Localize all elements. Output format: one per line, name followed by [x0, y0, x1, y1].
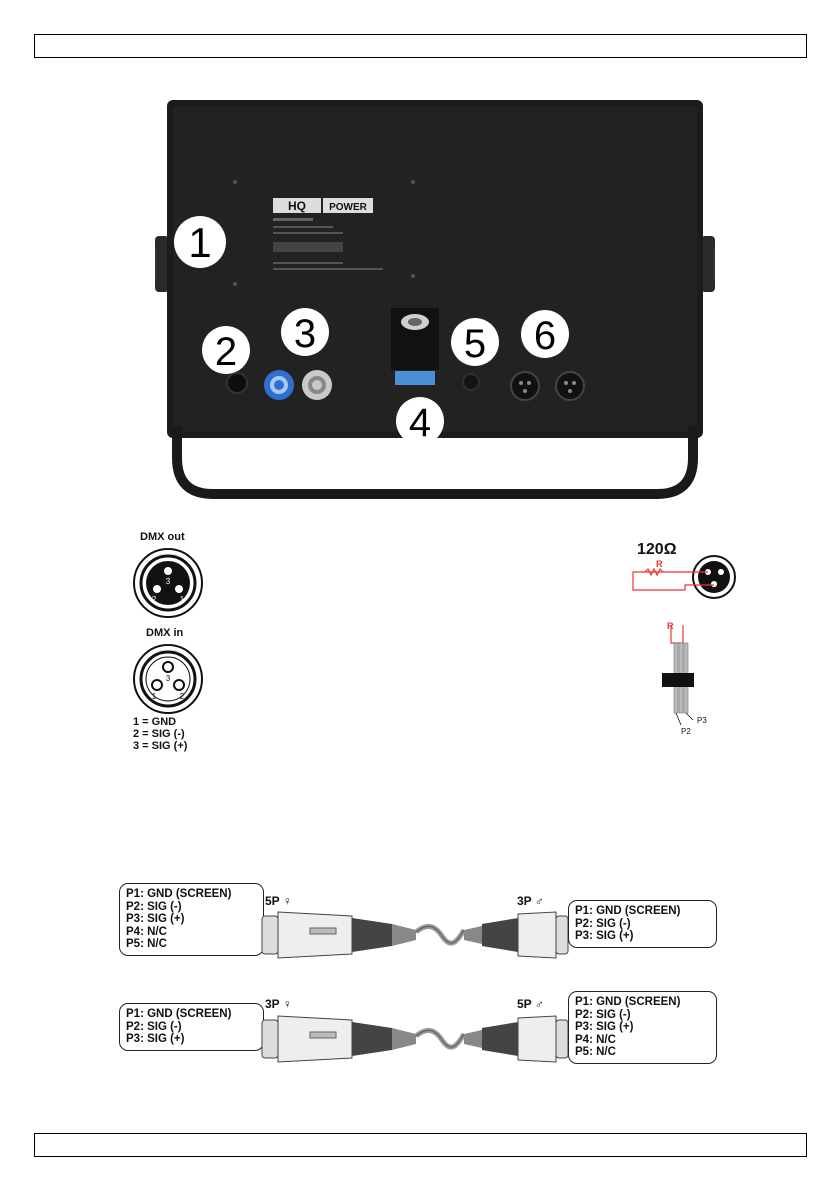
device-rear-photo: HQ POWER 1 2 3 4: [155, 100, 715, 499]
cable-2-left-pinout: P1: GND (SCREEN) P2: SIG (-) P3: SIG (+): [119, 1003, 264, 1051]
cable-1-right-connector: 3P ♂: [517, 894, 544, 908]
pin-line: P4: N/C: [126, 925, 167, 938]
label-plate: HQ POWER: [273, 198, 383, 270]
dmx-in-pin-3: 3: [166, 674, 171, 683]
dmx-in-diagram: 3 2 1: [133, 644, 203, 714]
right-knob: [701, 236, 715, 292]
pin-line: P3: SIG (+): [126, 913, 185, 925]
pin-line: P1: GND (SCREEN): [126, 888, 232, 900]
pin-line: P4: N/C: [575, 1033, 616, 1046]
callout-2: 2: [215, 330, 237, 374]
dmx-in-pin-2: 2: [180, 692, 185, 701]
powercon-in-connector: [264, 370, 294, 400]
wire-label-p2: P2: [681, 727, 691, 736]
dmx-out-pin-1: 1: [180, 595, 185, 604]
cable-2-left-connector: 3P ♀: [265, 997, 292, 1011]
pin-line: P3: SIG (+): [575, 1021, 634, 1033]
dmx-out-socket: [555, 371, 585, 401]
display-panel: [395, 371, 435, 385]
page-footer-box: [34, 1133, 807, 1157]
cable-2-drawing: [261, 1015, 569, 1063]
cable-2-right-connector: 5P ♂: [517, 997, 544, 1011]
pin-line: P3: SIG (+): [126, 1033, 185, 1045]
dmx-out-pin-2: 2: [152, 595, 157, 604]
terminator-ohm-label: 120Ω: [637, 541, 677, 558]
cable-1-left-pinout: P1: GND (SCREEN) P2: SIG (-) P3: SIG (+)…: [119, 883, 264, 956]
wire-label-p3: P3: [697, 716, 707, 725]
fuse-holder: [226, 372, 248, 394]
cable-1-left-connector: 5P ♀: [265, 894, 292, 908]
resistor-label-top: R: [656, 559, 663, 569]
handle: [172, 426, 698, 499]
pin-line: P2: SIG (-): [126, 1020, 182, 1033]
cable-1-right-pinout: P1: GND (SCREEN) P2: SIG (-) P3: SIG (+): [568, 900, 717, 948]
resistor-label-side: R: [667, 621, 674, 631]
pin-line: P5: N/C: [126, 938, 167, 950]
dmx-in-title: DMX in: [146, 627, 184, 639]
pin-line: P1: GND (SCREEN): [126, 1008, 232, 1020]
pin-line: P1: GND (SCREEN): [575, 905, 681, 917]
powercon-out-connector: [302, 370, 332, 400]
dmx-in-socket: [510, 371, 540, 401]
dmx-out-diagram: 3 2 1: [133, 548, 203, 618]
callout-4: 4: [409, 401, 431, 445]
cable-2-right-pinout: P1: GND (SCREEN) P2: SIG (-) P3: SIG (+)…: [568, 991, 717, 1064]
dmx-in-pin-1: 1: [152, 692, 157, 701]
pin-line: P2: SIG (-): [575, 1008, 631, 1021]
brand-right-text: POWER: [329, 202, 368, 213]
legend-line-1: 1 = GND: [133, 716, 177, 728]
pin-line: P5: N/C: [575, 1046, 616, 1058]
left-knob: [155, 236, 169, 292]
callout-6: 6: [534, 314, 556, 358]
cable-1-drawing: [261, 911, 569, 959]
brand-left-text: HQ: [288, 199, 306, 213]
legend-line-3: 3 = SIG (+): [133, 740, 188, 752]
callout-5: 5: [464, 322, 486, 366]
page-header-box: [34, 34, 807, 58]
pin-line: P2: SIG (-): [575, 917, 631, 930]
dmx-out-title: DMX out: [140, 531, 185, 543]
pin-line: P2: SIG (-): [126, 900, 182, 913]
pin-line: P1: GND (SCREEN): [575, 996, 681, 1008]
legend-line-2: 2 = SIG (-): [133, 728, 185, 740]
terminator-diagram: R R P3 P2: [632, 555, 736, 736]
pin-line: P3: SIG (+): [575, 930, 634, 942]
callout-3: 3: [294, 312, 316, 356]
callout-1: 1: [188, 219, 211, 266]
dmx-out-pin-3: 3: [166, 577, 171, 586]
